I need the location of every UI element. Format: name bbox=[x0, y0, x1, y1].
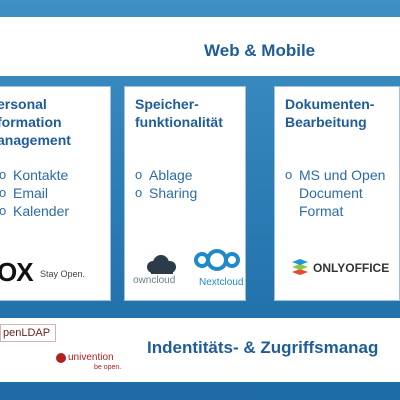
onlyoffice-logo: ONLYOFFICE bbox=[291, 259, 399, 279]
web-mobile-band: Web & Mobile bbox=[0, 17, 400, 76]
pim-title: ersonal formation anagement bbox=[0, 96, 71, 148]
identity-access-band: penLDAP univention be open. Indentitäts-… bbox=[0, 318, 400, 382]
univention-icon bbox=[56, 353, 66, 363]
storage-title: Speicher- funktionalität bbox=[135, 96, 223, 130]
owncloud-logo: owncloud bbox=[133, 255, 189, 295]
list-item: Format bbox=[299, 203, 344, 219]
document-editing-title: Dokumenten- Bearbeitung bbox=[285, 96, 375, 130]
pim-list: oKontakte oEmail oKalender bbox=[0, 166, 69, 220]
personal-information-management-box: ersonal formation anagement oKontakte oE… bbox=[0, 86, 111, 301]
nextcloud-logo: Nextcloud bbox=[193, 247, 243, 293]
list-item: Document bbox=[299, 185, 363, 201]
nextcloud-icon bbox=[194, 249, 240, 271]
univention-logo: univention be open. bbox=[56, 352, 126, 378]
list-item: oEmail bbox=[0, 185, 49, 201]
openldap-logo: penLDAP bbox=[0, 324, 56, 342]
identity-access-title: Indentitäts- & Zugriffsmanag bbox=[147, 338, 379, 357]
layers-icon bbox=[292, 259, 308, 275]
ox-logo: OX Stay Open. bbox=[0, 257, 86, 287]
list-item: oKalender bbox=[0, 203, 70, 219]
cloud-icon bbox=[147, 255, 176, 274]
list-item: oKontakte bbox=[0, 167, 69, 183]
web-mobile-title: Web & Mobile bbox=[204, 41, 316, 60]
